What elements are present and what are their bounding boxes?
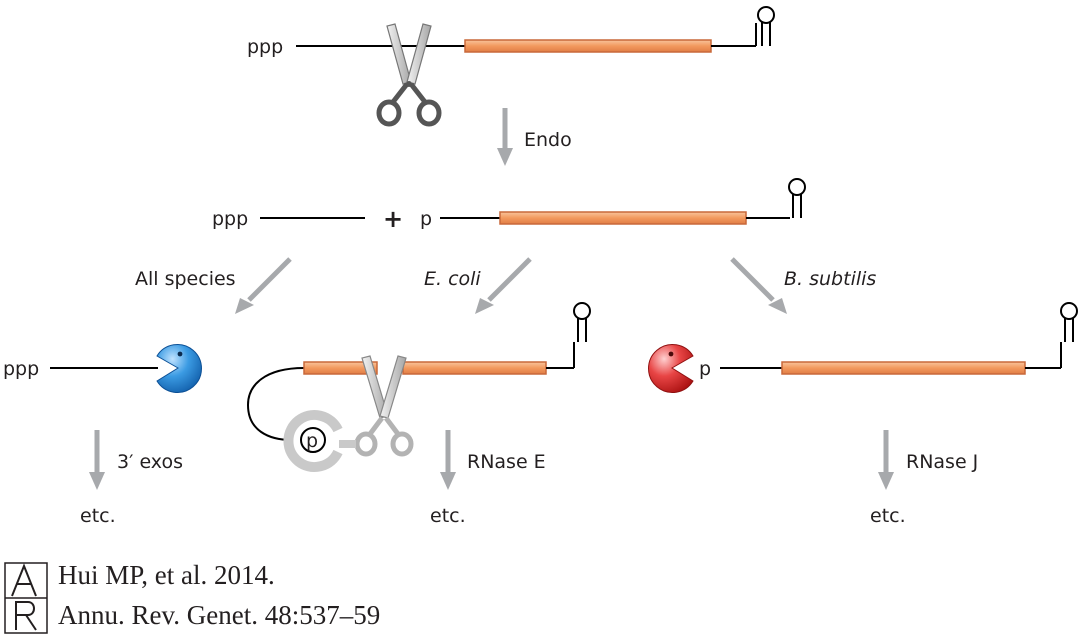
plus-sign: +: [383, 205, 403, 233]
three-prime-exos-label: 3′ exos: [117, 451, 183, 473]
citation-line-2: Annu. Rev. Genet. 48:537–59: [58, 600, 381, 630]
e-coli-label: E. coli: [424, 268, 481, 290]
coding-region-right-part: [402, 361, 547, 375]
rna-5prime-loop: [246, 367, 305, 441]
rnase-j-arrow: [878, 472, 894, 490]
endonuclease-scissors-icon: [376, 23, 442, 127]
ppp-label-middle: ppp: [212, 208, 248, 230]
etc-label-middle: etc.: [430, 505, 466, 527]
branch-b-subtilis: B. subtilis: [730, 257, 876, 314]
endo-label: Endo: [524, 129, 572, 151]
coding-region-j: [781, 361, 1026, 375]
terminator-hairpin-j: [1060, 302, 1078, 343]
etc-label-left: etc.: [80, 505, 116, 527]
rnase-j-red-pacman-icon: [648, 344, 694, 393]
full-transcript: ppp: [247, 6, 775, 58]
etc-label-right: etc.: [870, 505, 906, 527]
coding-region-middle: [499, 211, 747, 225]
terminator-hairpin-middle: [788, 178, 806, 219]
coding-region-left-part: [303, 361, 378, 375]
rnase-e-pocket-icon: [283, 410, 343, 472]
ppp-label-top: ppp: [247, 36, 283, 58]
exonuclease-blue-pacman-icon: [156, 344, 202, 393]
rnase-e-scissors-icon: [339, 355, 414, 457]
citation-line-1: Hui MP, et al. 2014.: [58, 560, 275, 590]
b-subtilis-label: B. subtilis: [784, 268, 876, 290]
rnase-e-arrow: [440, 472, 456, 490]
ppp-label-bottom: ppp: [3, 358, 39, 380]
terminator-hairpin-e: [573, 302, 591, 343]
rnase-j-label: RNase J: [906, 451, 978, 473]
exos-arrow: [89, 472, 105, 490]
pathway-3prime-exos: ppp 3′ exos etc.: [3, 344, 202, 527]
coding-region: [464, 39, 712, 53]
terminator-hairpin: [757, 6, 775, 47]
p-label-rnase-e: p: [306, 430, 318, 452]
branch-e-coli: E. coli: [424, 257, 532, 314]
p-label-rnase-j: p: [699, 358, 711, 380]
endo-arrow: Endo: [497, 108, 572, 166]
p-label-middle: p: [420, 208, 432, 230]
branch-all-species: All species: [135, 257, 292, 314]
pathway-rnase-e: p RNase E etc.: [246, 302, 591, 527]
pathway-rnase-j: p RNase J etc.: [648, 302, 1078, 527]
all-species-label: All species: [135, 268, 236, 290]
annual-reviews-logo: [4, 562, 48, 634]
cleavage-products: ppp + p: [212, 178, 806, 233]
rnase-e-label: RNase E: [467, 451, 546, 473]
